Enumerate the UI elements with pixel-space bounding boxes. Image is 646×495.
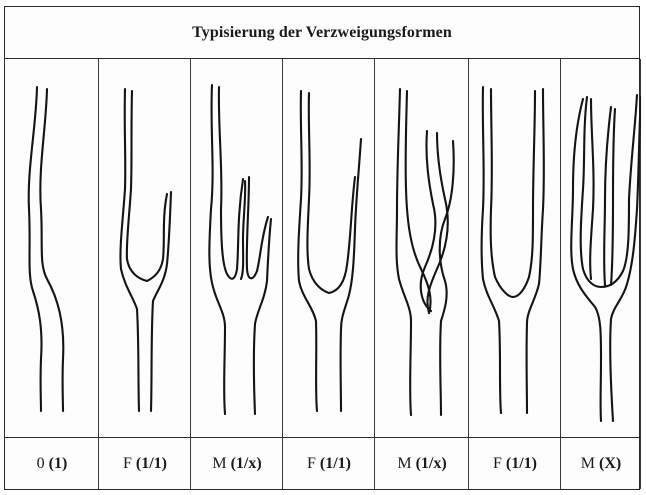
type-label-4: F (1/1) — [283, 438, 375, 489]
multi-origin-vessel-drawing — [561, 59, 641, 437]
figure-frame: Typisierung der Verzweigungsformen — [4, 6, 640, 490]
type-label-6: F (1/1) — [469, 438, 561, 489]
title-bar: Typisierung der Verzweigungsformen — [5, 7, 639, 59]
unbranched-vessel-drawing — [5, 59, 99, 437]
symmetric-fork-vessel-drawing — [469, 59, 561, 437]
type-column-4 — [283, 59, 375, 489]
type-code: (X) — [599, 455, 621, 473]
type-prefix: M — [397, 455, 411, 473]
type-column-1 — [5, 59, 99, 489]
type-column-2 — [99, 59, 191, 489]
type-label-2: F (1/1) — [99, 438, 191, 489]
type-column-6 — [469, 59, 561, 489]
type-column-5 — [375, 59, 469, 489]
type-code: (1) — [49, 455, 68, 473]
type-code: (1/1) — [320, 455, 351, 473]
type-label-1: 0 (1) — [5, 438, 99, 489]
type-code: (1/x) — [416, 455, 447, 473]
fork-vessel-drawing — [99, 59, 191, 437]
type-code: (1/1) — [506, 455, 537, 473]
fork-vessel-drawing-2 — [283, 59, 375, 437]
multi-branch-vessel-drawing — [191, 59, 283, 437]
type-prefix: 0 — [37, 455, 45, 473]
type-prefix: F — [307, 455, 316, 473]
figure-title: Typisierung der Verzweigungsformen — [192, 24, 452, 42]
type-code: (1/x) — [231, 455, 262, 473]
twisted-branch-vessel-drawing — [375, 59, 469, 437]
type-column-7 — [561, 59, 641, 489]
type-label-5: M (1/x) — [375, 438, 469, 489]
type-label-7: M (X) — [561, 438, 641, 489]
type-label-3: M (1/x) — [191, 438, 283, 489]
type-code: (1/1) — [136, 455, 167, 473]
type-prefix: F — [123, 455, 132, 473]
type-prefix: F — [493, 455, 502, 473]
type-prefix: M — [212, 455, 226, 473]
branching-types-grid: 0 (1) F (1/1) M (1/x) F (1/1) M (1/x) F … — [5, 59, 639, 489]
type-label-row: 0 (1) F (1/1) M (1/x) F (1/1) M (1/x) F … — [5, 437, 639, 489]
type-column-3 — [191, 59, 283, 489]
type-prefix: M — [581, 455, 595, 473]
